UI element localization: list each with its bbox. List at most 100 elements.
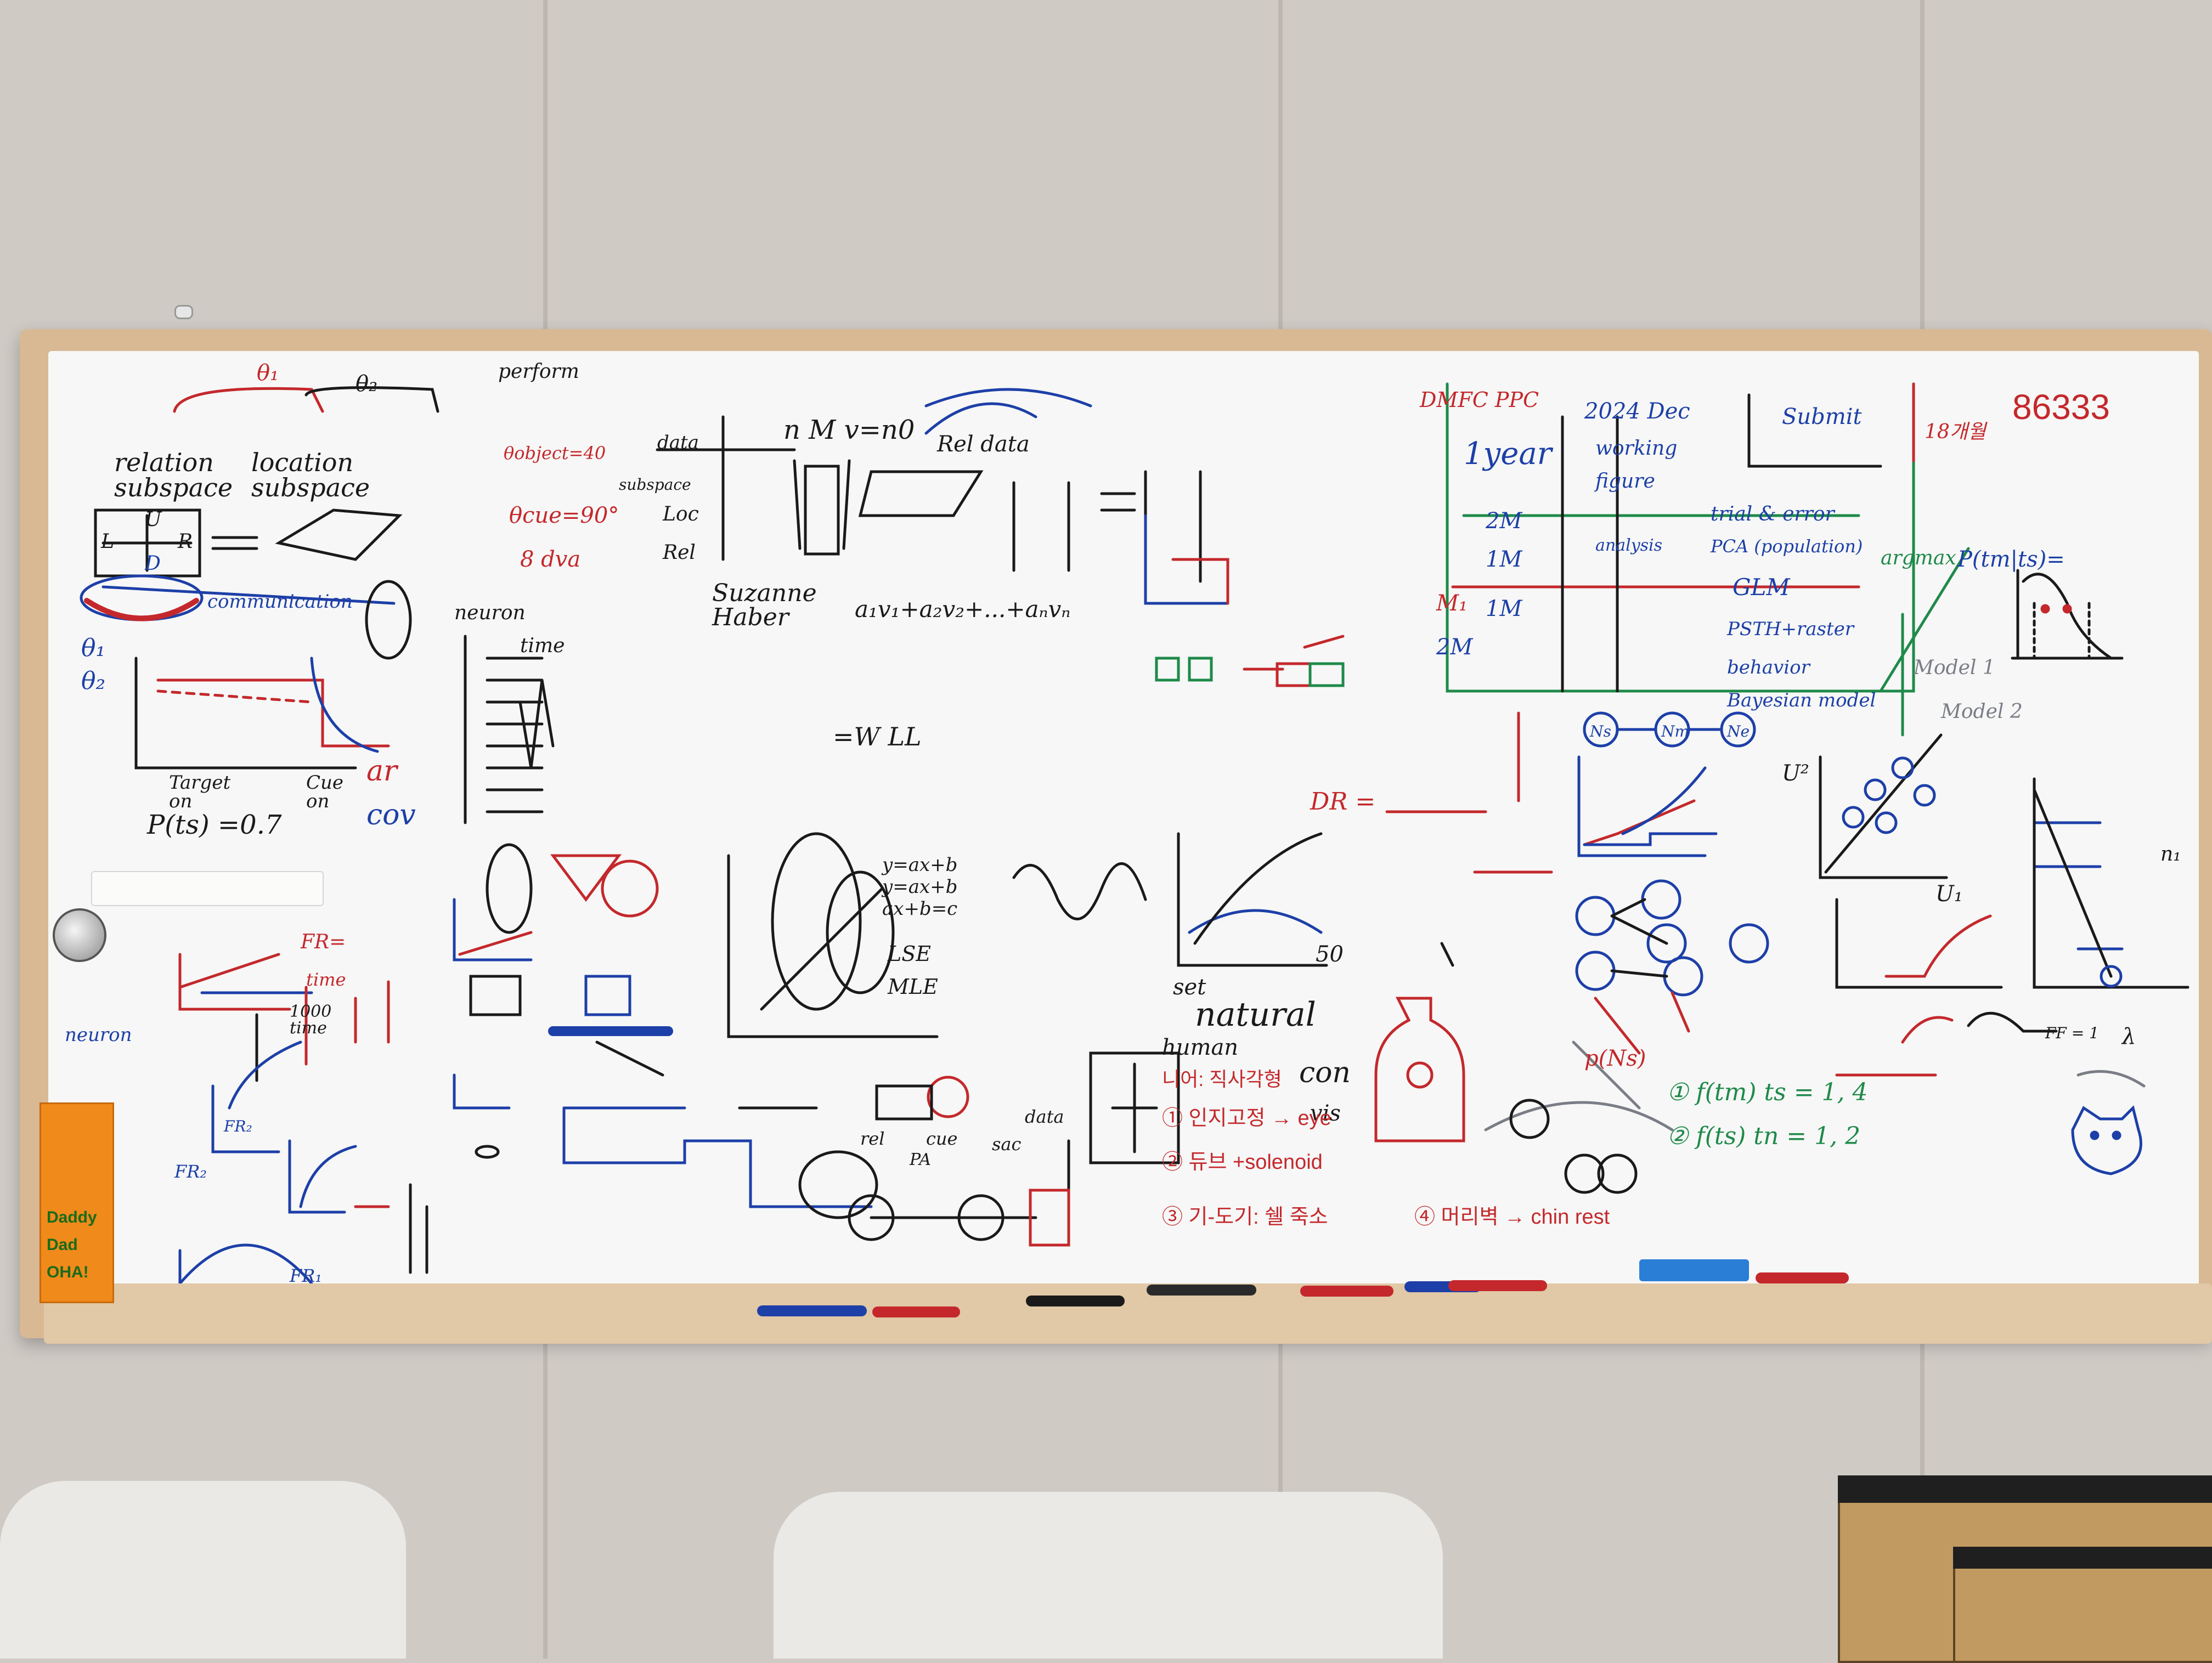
lse-label: LSE: [888, 942, 932, 966]
sticker-text-2: Dad: [47, 1236, 78, 1254]
f-tm-item: ① f(tm) ts = 1, 4: [1667, 1078, 1868, 1106]
fr2-top-label: FR₂: [224, 1117, 252, 1135]
wll-label: =W LL: [833, 722, 922, 751]
u1-axis-label: U₁: [1936, 881, 1963, 907]
rel-label: Rel: [663, 541, 696, 564]
cue-bottom-label: cue: [926, 1128, 958, 1149]
neuron-left-label: neuron: [65, 1024, 132, 1046]
submit-label: Submit: [1782, 404, 1862, 429]
item-3: ③ 기-도기: 쉘 죽소: [1162, 1206, 1328, 1229]
blue-marker[interactable]: [757, 1305, 867, 1316]
communication-label: communication: [207, 591, 353, 613]
data-bottom-label: data: [1025, 1106, 1064, 1127]
time-axis-label: time: [306, 969, 346, 990]
relation-subspace-label: relation subspace: [114, 448, 233, 502]
black-marker[interactable]: [1026, 1296, 1125, 1306]
box-lid: [1953, 1547, 2212, 1569]
number-86333: 86333: [2012, 387, 2110, 427]
dr-formula: DR =: [1310, 788, 1376, 816]
analysis-label: analysis: [1595, 536, 1663, 555]
perform-label: perform: [498, 360, 579, 383]
nmv-equation: n M v=n0: [783, 415, 915, 445]
behavior-label: behavior: [1727, 657, 1810, 678]
two-m-label: 2M: [1486, 508, 1522, 534]
fifty-label: 50: [1316, 942, 1344, 967]
eight-dva-label: 8 dva: [520, 547, 581, 572]
theta-object-label: θobject=40: [504, 443, 606, 463]
theta1-label: θ₁: [257, 360, 279, 386]
year-2024-label: 2024 Dec: [1584, 399, 1690, 424]
lcr-down: D: [145, 552, 161, 575]
sticker-text-1: Daddy: [47, 1208, 97, 1226]
sac-bottom-label: sac: [992, 1134, 1022, 1155]
whiteboard-surface: relation subspace location subspace θ₁ θ…: [48, 351, 2199, 1294]
one-m-label: 1M: [1486, 547, 1522, 572]
data-label: data: [657, 432, 699, 454]
item-2: ② 듀브 +solenoid: [1162, 1151, 1323, 1174]
thousand-time-label: 1000 time: [290, 1002, 332, 1038]
lambda-label: λ: [2122, 1024, 2136, 1049]
item-1: ① 인지고정 → eye: [1162, 1107, 1331, 1130]
item-4: ④ 머리벽 → chin rest: [1414, 1206, 1610, 1229]
neuron-label: neuron: [454, 602, 526, 624]
fr-equation: FR=: [301, 931, 346, 953]
n1-label: n₁: [2160, 843, 2181, 866]
human-label: human: [1162, 1035, 1239, 1060]
lcr-up: U: [145, 508, 162, 531]
f-ts-item: ② f(ts) tn = 1, 2: [1667, 1122, 1861, 1150]
red-marker[interactable]: [1756, 1272, 1849, 1283]
trial-error-label: trial & error: [1711, 503, 1835, 525]
sticker-text-3: OHA!: [47, 1263, 89, 1281]
mle-label: MLE: [888, 975, 938, 999]
theta-cue-label: θcue=90°: [509, 503, 619, 528]
glm-label: GLM: [1733, 574, 1790, 601]
red-marker[interactable]: [1300, 1286, 1393, 1297]
theta2-label: θ₂: [356, 371, 378, 397]
y-ax-b-2: y=ax+b: [882, 876, 958, 898]
figure-label: figure: [1595, 470, 1655, 493]
two-m-label-2: 2M: [1436, 635, 1473, 660]
one-m-label-2: 1M: [1486, 596, 1522, 621]
argmax-label: argmax: [1881, 547, 1956, 569]
whiteboard-eraser[interactable]: [1639, 1259, 1749, 1281]
eighteen-months-label: 18개월: [1925, 421, 1987, 443]
y-ax-b-1: y=ax+b: [882, 854, 958, 876]
psth-label: PSTH+raster: [1727, 618, 1854, 640]
lcr-right: R: [178, 530, 193, 553]
box-lid: [1838, 1475, 2212, 1503]
dmfc-ppc-label: DMFC PPC: [1420, 388, 1539, 412]
rel-bottom-label: rel: [860, 1128, 885, 1149]
marker-tray: [44, 1283, 2212, 1344]
con-label: con: [1299, 1056, 1351, 1089]
chair: [0, 1481, 406, 1659]
cov-label: cov: [366, 799, 416, 832]
black-marker[interactable]: [1147, 1285, 1256, 1296]
p-ts-label: P(ts) =0.7: [147, 810, 282, 840]
theta-axis-2: θ₂: [81, 667, 106, 695]
fr2-label: FR₂: [174, 1161, 207, 1182]
target-on-label: Target on: [169, 772, 231, 812]
model2-label: Model 2: [1941, 700, 2023, 723]
pca-label: PCA (population): [1711, 536, 1863, 557]
loc-label: Loc: [663, 503, 699, 525]
one-year-label: 1year: [1464, 436, 1552, 472]
ne-node-label: Ne: [1727, 722, 1750, 740]
red-marker[interactable]: [1448, 1280, 1547, 1291]
ns-node-label: Ns: [1590, 722, 1611, 740]
time-label: time: [520, 635, 565, 657]
red-marker[interactable]: [872, 1306, 960, 1317]
ptm-ts-formula: P(tm|ts)=: [1957, 547, 2065, 572]
ax-b-c: ax+b=c: [882, 898, 958, 920]
lcr-left: L: [101, 530, 114, 553]
cue-on-label: Cue on: [306, 772, 344, 812]
theta-axis-1: θ₁: [81, 634, 106, 662]
u2-axis-label: U²: [1782, 761, 1809, 786]
nm-node-label: Nm: [1661, 722, 1690, 740]
m1-label: M₁: [1436, 591, 1468, 616]
pa-label: PA: [910, 1150, 932, 1169]
model1-label: Model 1: [1914, 657, 1995, 679]
wall-hook: [174, 305, 193, 319]
round-magnet: [53, 908, 106, 962]
vis-label: vis: [1310, 1101, 1341, 1126]
